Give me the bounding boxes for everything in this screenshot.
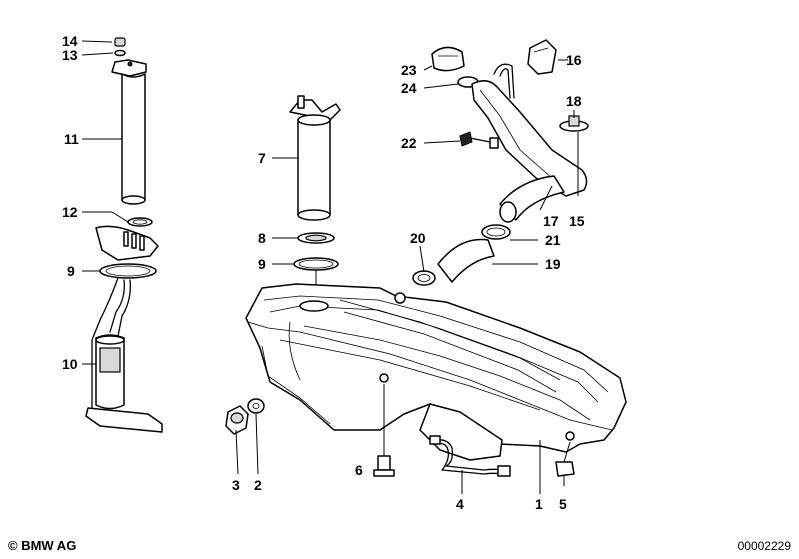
sending-unit-tube-left — [85, 37, 163, 433]
callout-15[interactable]: 15 — [569, 213, 585, 229]
callout-4[interactable]: 4 — [456, 496, 464, 512]
callout-11[interactable]: 11 — [64, 131, 79, 147]
sender-unit-middle — [289, 95, 341, 300]
callout-5[interactable]: 5 — [559, 496, 567, 512]
callout-13[interactable]: 13 — [62, 47, 78, 63]
callout-12[interactable]: 12 — [62, 204, 78, 220]
callout-20[interactable]: 20 — [410, 230, 426, 246]
fuel-tank-body — [245, 283, 627, 461]
callout-8[interactable]: 8 — [258, 230, 266, 246]
callout-9-middle[interactable]: 9 — [258, 256, 266, 272]
callout-18[interactable]: 18 — [566, 93, 582, 109]
callout-14[interactable]: 14 — [62, 33, 78, 49]
callout-leaders — [81, 40, 579, 494]
callout-21[interactable]: 21 — [545, 232, 561, 248]
callout-7[interactable]: 7 — [258, 150, 266, 166]
callout-22[interactable]: 22 — [401, 135, 417, 151]
callout-2[interactable]: 2 — [254, 477, 262, 493]
callout-16[interactable]: 16 — [566, 52, 582, 68]
filler-neck-assembly — [412, 39, 589, 286]
callout-6[interactable]: 6 — [355, 462, 363, 478]
callout-1[interactable]: 1 — [535, 496, 543, 512]
callout-23[interactable]: 23 — [401, 62, 417, 78]
callout-10[interactable]: 10 — [62, 356, 78, 372]
callout-19[interactable]: 19 — [545, 256, 561, 272]
callout-24[interactable]: 24 — [401, 80, 417, 96]
callout-17[interactable]: 17 — [543, 213, 559, 229]
callout-3[interactable]: 3 — [232, 477, 240, 493]
document-number: 00002229 — [737, 539, 791, 553]
small-hardware — [225, 384, 575, 477]
callout-9-left[interactable]: 9 — [67, 263, 75, 279]
copyright-text: © BMW AG — [8, 538, 77, 553]
